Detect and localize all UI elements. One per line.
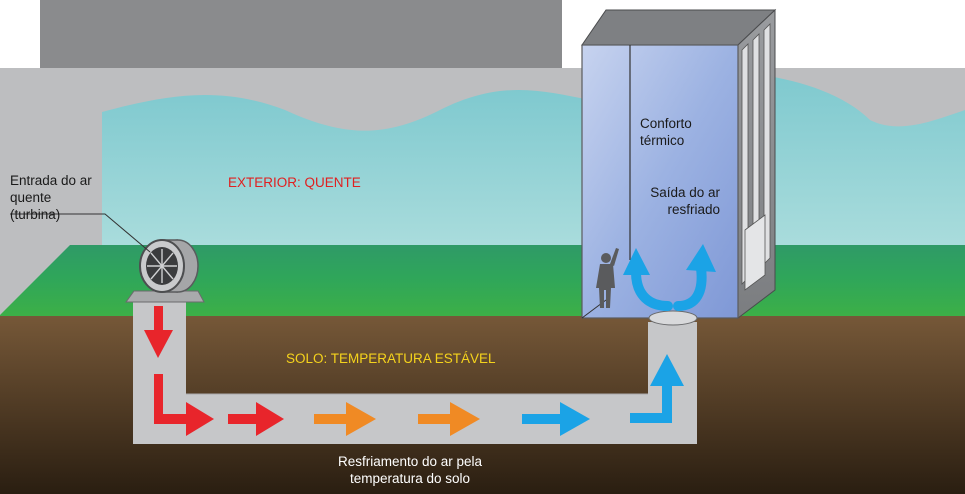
flow-arrow-icon xyxy=(228,402,284,436)
flow-arrow-icon xyxy=(154,374,214,436)
flow-arrow-icon xyxy=(314,402,376,436)
distant-building-silhouette xyxy=(40,0,562,70)
comfort-label-line: Conforto xyxy=(640,116,692,131)
flow-arrow-icon xyxy=(686,244,716,272)
flow-arrow-icon xyxy=(418,402,480,436)
cooling-label-line: temperatura do solo xyxy=(349,471,471,486)
sky-band xyxy=(102,90,590,245)
duct-flow-arrows xyxy=(144,306,684,436)
sky-band-right xyxy=(760,75,965,245)
flow-arrow-icon xyxy=(144,306,173,358)
turbine-base xyxy=(125,290,205,303)
outlet-label: Saída do ar resfriado xyxy=(640,184,720,218)
underground-air-duct xyxy=(133,298,697,444)
outlet-label-line: resfriado xyxy=(667,202,720,217)
cooling-label: Resfriamento do ar pela temperatura do s… xyxy=(300,453,520,487)
air-inlet-label-line: Entrada do ar xyxy=(10,173,92,188)
floor-vent xyxy=(648,310,698,326)
building xyxy=(581,8,777,320)
air-inlet-label: Entrada do ar quente (turbina) xyxy=(10,172,92,223)
flow-arrow-icon xyxy=(522,402,590,436)
flow-arrow-icon xyxy=(630,354,684,423)
exterior-label: EXTERIOR: QUENTE xyxy=(228,175,361,190)
comfort-label-line: térmico xyxy=(640,133,685,148)
comfort-label: Conforto térmico xyxy=(640,115,692,149)
inlet-leader-line xyxy=(10,213,151,253)
flow-arrow-icon xyxy=(623,248,650,275)
person-silhouette-icon xyxy=(596,248,619,308)
cooling-label-line: Resfriamento do ar pela xyxy=(337,454,483,469)
outlet-flow-arrows xyxy=(623,244,716,311)
air-inlet-label-line: quente xyxy=(10,190,52,205)
air-inlet-label-line: (turbina) xyxy=(10,207,61,222)
turbine-fan-icon xyxy=(139,239,199,293)
soil-label: SOLO: TEMPERATURA ESTÁVEL xyxy=(286,351,496,366)
outlet-label-line: Saída do ar xyxy=(650,185,720,200)
